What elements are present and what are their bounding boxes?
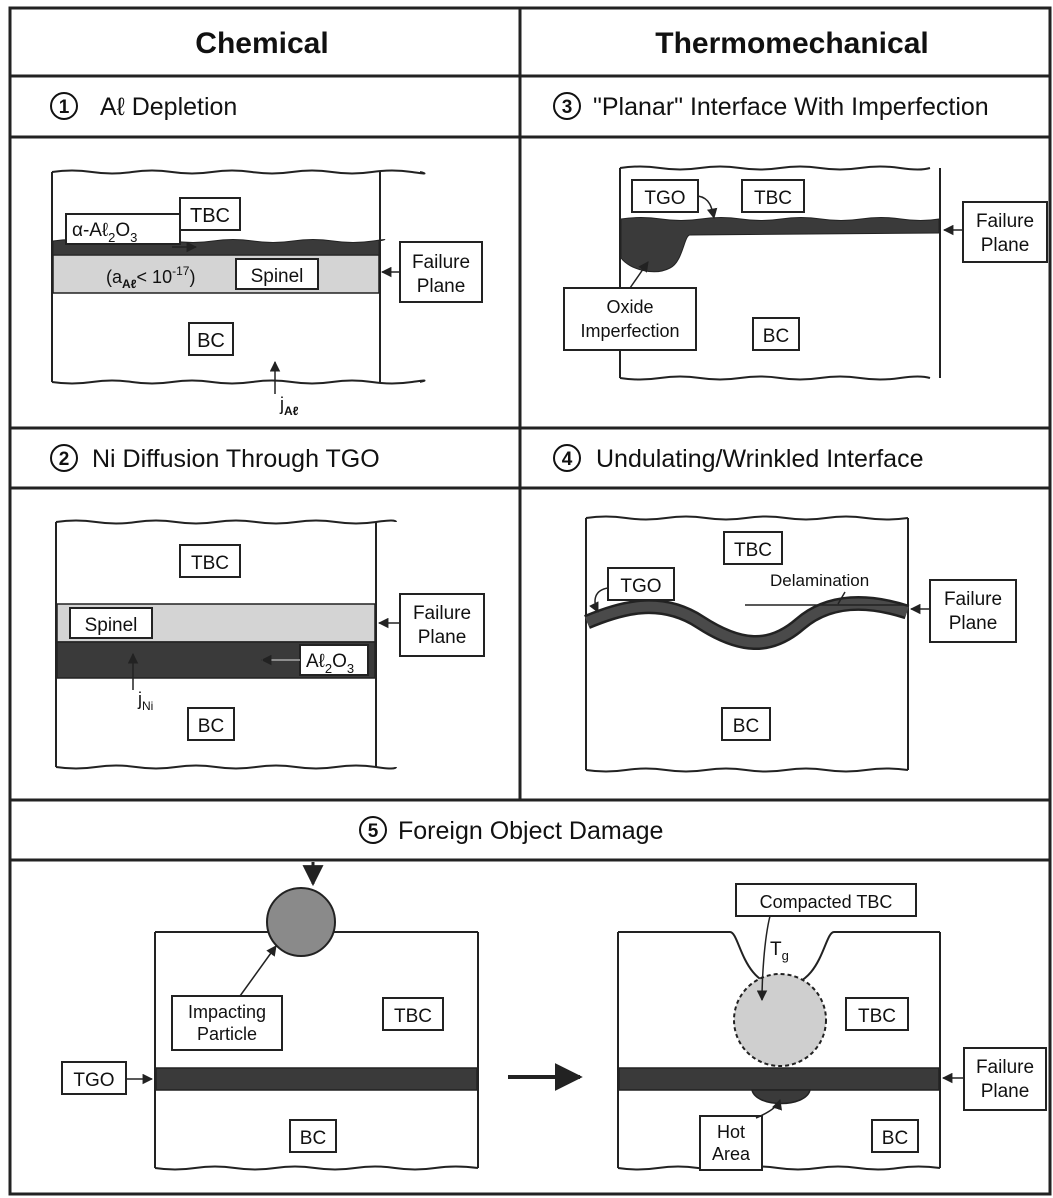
svg-text:2: 2 <box>59 449 70 470</box>
panel-3-heading: 3 "Planar" Interface With Imperfection <box>553 92 989 121</box>
p1-bc-label: BC <box>197 330 225 352</box>
p5-bc-right-label: BC <box>882 1128 908 1149</box>
p5-gas-temperature-label: Tg <box>770 939 789 963</box>
spinel-layer <box>52 254 380 294</box>
p5-tbc-left-label: TBC <box>394 1006 432 1027</box>
svg-text:5: 5 <box>368 821 379 842</box>
panel-1-diagram: TBC α-Aℓ2O3 (aAℓ< 10-17) Spinel BC jAℓ F… <box>51 169 483 418</box>
p2-alumina-label: Aℓ2O3 <box>306 651 354 676</box>
p3-tbc-label: TBC <box>754 188 792 209</box>
svg-text:1: 1 <box>59 97 70 118</box>
panel-4-title: Undulating/Wrinkled Interface <box>596 445 924 473</box>
p4-tbc-label: TBC <box>734 540 772 561</box>
impacting-particle <box>266 887 336 957</box>
hot-area <box>751 1089 811 1105</box>
p3-tgo-label: TGO <box>644 188 685 209</box>
tgo-layer <box>620 217 940 273</box>
p4-delamination-label: Delamination <box>770 571 869 590</box>
svg-text:3: 3 <box>562 97 573 118</box>
p5-compacted-tbc-label: Compacted TBC <box>760 892 893 912</box>
p5-tbc-right-label: TBC <box>858 1006 896 1027</box>
panel-1-title: Aℓ Depletion <box>100 93 237 121</box>
p1-tbc-label: TBC <box>190 205 230 227</box>
compacted-tbc-zone <box>733 973 827 1067</box>
panel-1-heading: 1 Aℓ Depletion <box>50 92 237 121</box>
tgo-layer <box>618 1067 940 1091</box>
p2-tbc-label: TBC <box>191 553 229 574</box>
p2-spinel-label: Spinel <box>85 615 138 636</box>
p5-tgo-label: TGO <box>73 1070 114 1091</box>
panel-3-title: "Planar" Interface With Imperfection <box>593 93 989 121</box>
p1-alpha-alumina-label: α-Aℓ2O3 <box>72 220 137 245</box>
svg-text:4: 4 <box>562 449 573 470</box>
header-thermomechanical: Thermomechanical <box>655 27 928 60</box>
panel-5-heading: 5 Foreign Object Damage <box>359 816 663 845</box>
p2-bc-label: BC <box>198 716 224 737</box>
p1-spinel-label: Spinel <box>251 266 304 287</box>
panel-4-heading: 4 Undulating/Wrinkled Interface <box>553 444 924 473</box>
p3-bc-label: BC <box>763 326 789 347</box>
p1-flux-label: jAℓ <box>279 394 299 418</box>
p4-bc-label: BC <box>733 716 759 737</box>
panel-2-title: Ni Diffusion Through TGO <box>92 445 380 473</box>
p4-tgo-label: TGO <box>620 576 661 597</box>
tgo-layer <box>155 1067 478 1091</box>
p5-bc-left-label: BC <box>300 1128 326 1149</box>
panel-5-title: Foreign Object Damage <box>398 817 663 845</box>
p2-flux-label: jNi <box>137 689 153 713</box>
grid-frame <box>8 6 1052 1196</box>
panel-2-heading: 2 Ni Diffusion Through TGO <box>50 444 380 473</box>
header-chemical: Chemical <box>195 27 328 60</box>
p1-activity-label: (aAℓ< 10-17) <box>106 264 195 291</box>
